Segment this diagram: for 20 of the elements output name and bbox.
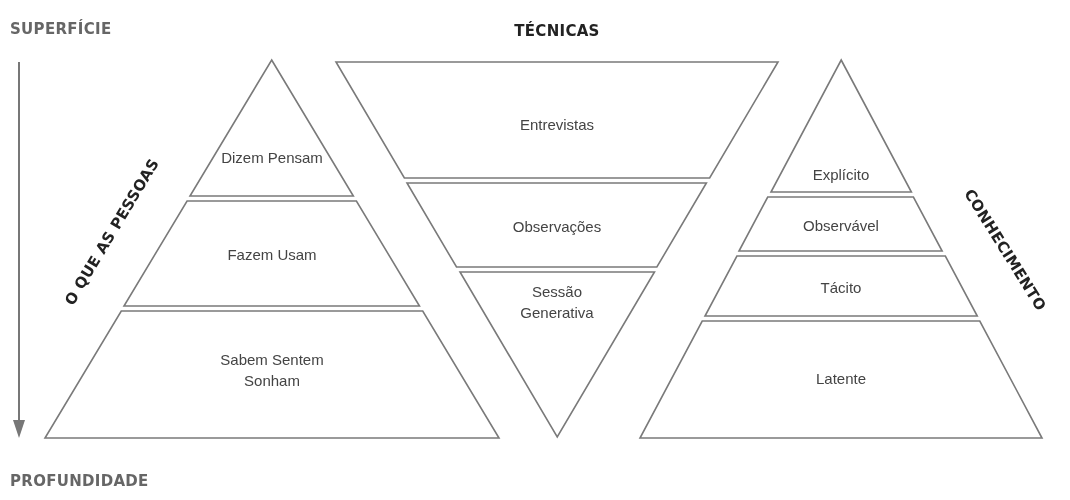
band-label: Fazem Usam	[226, 244, 318, 265]
band-label: Observações	[511, 216, 603, 237]
band-label: Explícito	[811, 164, 871, 185]
band-label: Observável	[802, 215, 880, 236]
band-label: Latente	[814, 368, 867, 389]
pyramid-band	[407, 183, 707, 267]
pyramid-band	[190, 60, 354, 196]
band-label: Tácito	[819, 277, 863, 298]
pyramid-band	[770, 60, 912, 192]
band-label: Sessão Generativa	[519, 282, 595, 323]
pyramid-band	[739, 197, 943, 251]
pyramid-band	[45, 311, 499, 438]
band-label: Dizem Pensam	[220, 147, 324, 168]
column-title: TÉCNICAS	[514, 22, 600, 40]
pyramid-band	[459, 272, 655, 437]
pyramid-band	[640, 321, 1042, 438]
axis-label: SUPERFÍCIE	[10, 20, 112, 38]
axis-label: PROFUNDIDADE	[10, 472, 149, 490]
band-label: Entrevistas	[518, 114, 596, 135]
band-label: Sabem Sentem Sonham	[219, 350, 325, 391]
